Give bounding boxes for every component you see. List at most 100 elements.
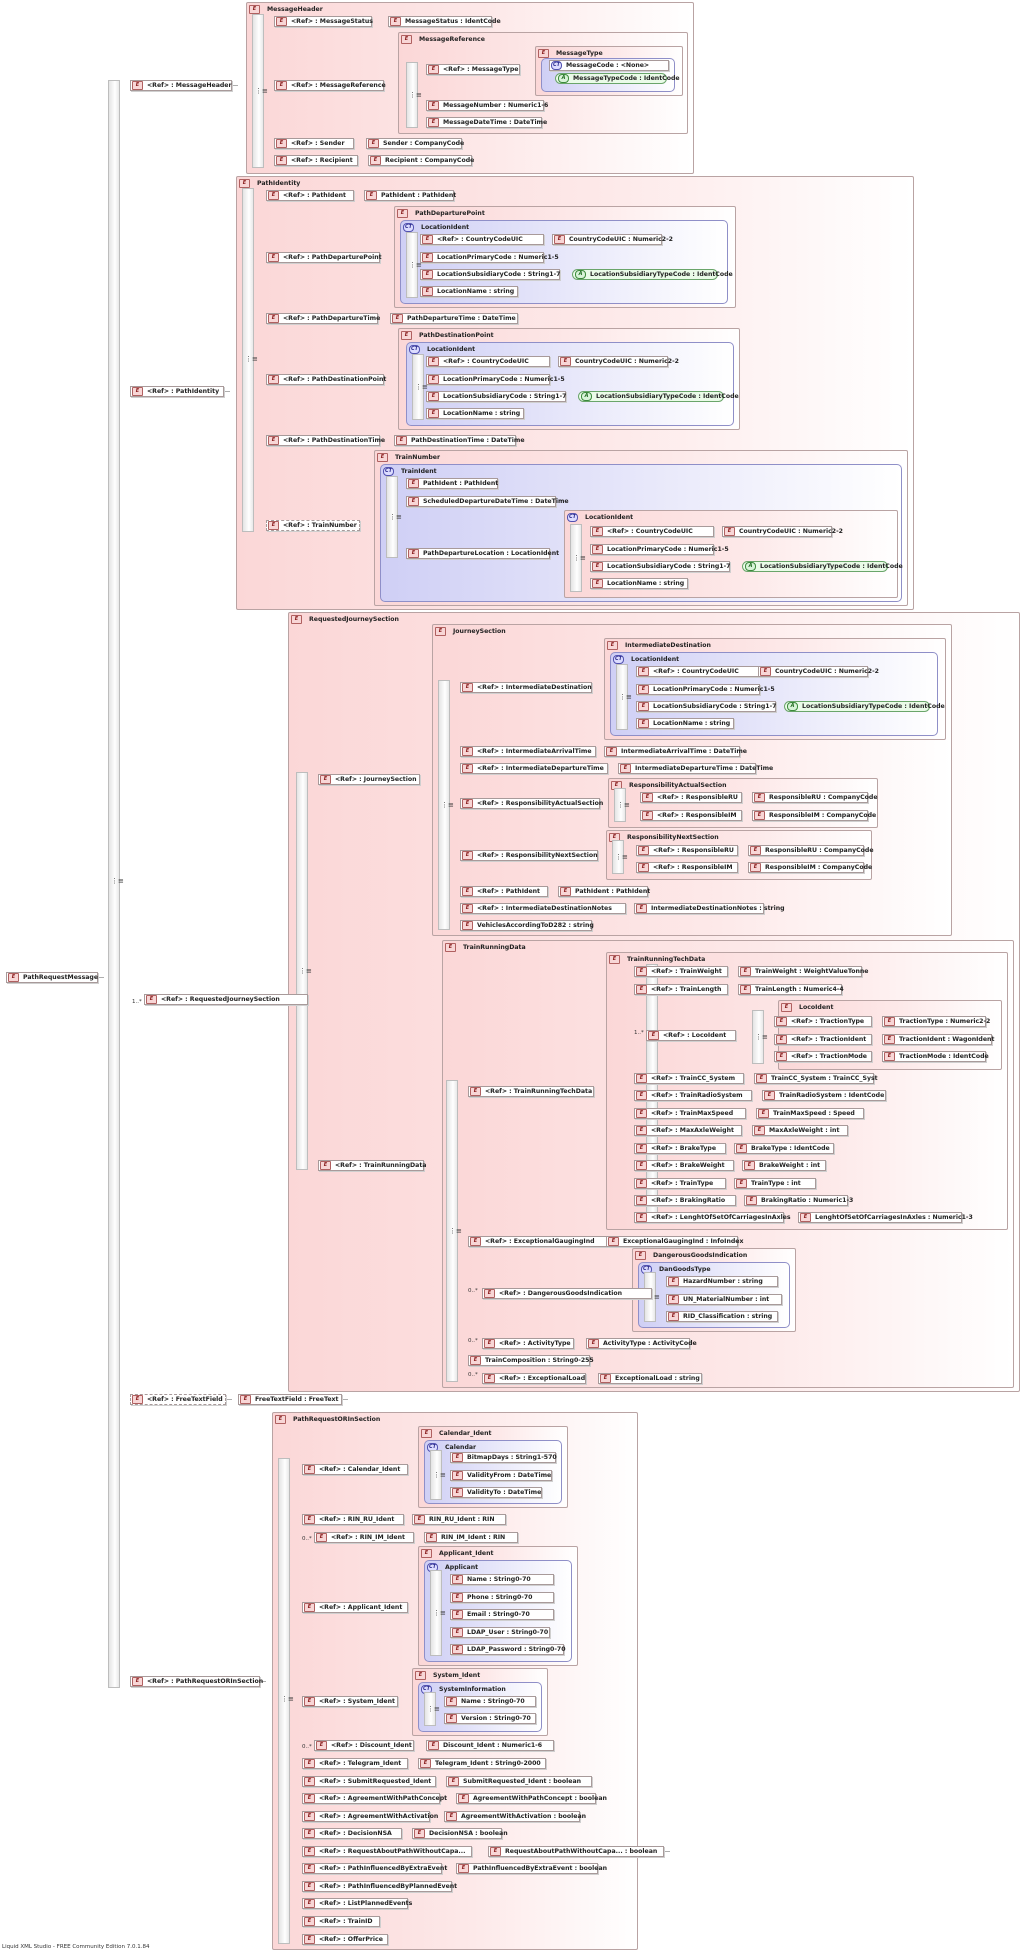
sequence-compositor[interactable]: ⋮≡ <box>252 14 268 168</box>
ref-responsible-ru[interactable]: E<Ref> : ResponsibleRU <box>636 845 738 856</box>
ref-train-weight[interactable]: E<Ref> : TrainWeight <box>634 966 728 977</box>
ref-agreement-with-path-concept[interactable]: E<Ref> : AgreementWithPathConcept <box>302 1793 447 1804</box>
sequence-compositor[interactable]: ⋮≡ <box>412 354 428 420</box>
ref-train-running-data[interactable]: E<Ref> : TrainRunningData <box>318 1160 426 1171</box>
ref-train-number[interactable]: E<Ref> : TrainNumber <box>266 520 360 531</box>
ref-message-type[interactable]: E<Ref> : MessageType <box>426 64 520 75</box>
ref-max-axle-weight[interactable]: E<Ref> : MaxAxleWeight <box>634 1125 742 1136</box>
ref-country-code[interactable]: E<Ref> : CountryCodeUIC <box>420 234 544 245</box>
ref-sender[interactable]: E<Ref> : Sender <box>274 138 354 149</box>
sequence-compositor[interactable]: ⋮≡ <box>242 188 258 532</box>
ref-offer-price[interactable]: E<Ref> : OfferPrice <box>302 1934 388 1945</box>
sequence-compositor[interactable]: ⋮≡ <box>108 80 124 1688</box>
ref-path-departure-time[interactable]: E<Ref> : PathDepartureTime <box>266 313 380 324</box>
sequence-compositor[interactable]: ⋮≡ <box>406 62 422 128</box>
ref-responsibility-actual-section[interactable]: E<Ref> : ResponsibilityActualSection <box>460 798 603 809</box>
ref-recipient[interactable]: E<Ref> : Recipient <box>274 155 358 166</box>
ref-train-id[interactable]: E<Ref> : TrainID <box>302 1916 380 1927</box>
ref-message-header[interactable]: E<Ref> : MessageHeader <box>130 80 232 91</box>
ref-free-text-field[interactable]: E<Ref> : FreeTextField <box>130 1394 226 1405</box>
ref-traction-type[interactable]: E<Ref> : TractionType <box>774 1016 872 1027</box>
ref-activity-type[interactable]: E<Ref> : ActivityType <box>482 1338 574 1349</box>
ref-agreement-with-activation[interactable]: E<Ref> : AgreementWithActivation <box>302 1811 438 1822</box>
ref-train-type[interactable]: E<Ref> : TrainType <box>634 1178 726 1189</box>
ref-braking-ratio[interactable]: E<Ref> : BrakingRatio <box>634 1195 736 1206</box>
ref-country-code[interactable]: E<Ref> : CountryCodeUIC <box>590 526 714 537</box>
sequence-compositor[interactable]: ⋮≡ <box>616 664 632 730</box>
ref-message-reference[interactable]: E<Ref> : MessageReference <box>274 80 386 91</box>
sequence-compositor[interactable]: ⋮≡ <box>386 476 402 558</box>
ref-traction-ident[interactable]: E<Ref> : TractionIdent <box>774 1034 872 1045</box>
sequence-compositor[interactable]: ⋮≡ <box>424 1692 440 1726</box>
ref-discount-ident[interactable]: E<Ref> : Discount_Ident <box>314 1740 414 1751</box>
ref-responsibility-next-section[interactable]: E<Ref> : ResponsibilityNextSection <box>460 850 598 861</box>
sequence-compositor[interactable]: ⋮≡ <box>614 788 630 822</box>
ref-system-ident[interactable]: E<Ref> : System_Ident <box>302 1696 398 1707</box>
ref-path-influenced-by-planned-event[interactable]: E<Ref> : PathInfluencedByPlannedEvent <box>302 1881 457 1892</box>
ref-submit-requested-ident[interactable]: E<Ref> : SubmitRequested_Ident <box>302 1776 436 1787</box>
sequence-compositor[interactable]: ⋮≡ <box>430 1450 446 1500</box>
ref-train-max-speed[interactable]: E<Ref> : TrainMaxSpeed <box>634 1108 746 1119</box>
ref-train-cc-system[interactable]: E<Ref> : TrainCC_System <box>634 1073 744 1084</box>
ref-calendar-ident[interactable]: E<Ref> : Calendar_Ident <box>302 1464 408 1475</box>
sequence-compositor[interactable]: ⋮≡ <box>446 1080 462 1382</box>
sequence-compositor[interactable]: ⋮≡ <box>570 524 586 592</box>
sequence-compositor[interactable]: ⋮≡ <box>430 1570 446 1656</box>
ref-rin-im-ident[interactable]: E<Ref> : RIN_IM_Ident <box>314 1532 414 1543</box>
ref-telegram-ident[interactable]: E<Ref> : Telegram_Ident <box>302 1758 408 1769</box>
ref-path-influenced-by-extra-event[interactable]: E<Ref> : PathInfluencedByExtraEvent <box>302 1863 447 1874</box>
